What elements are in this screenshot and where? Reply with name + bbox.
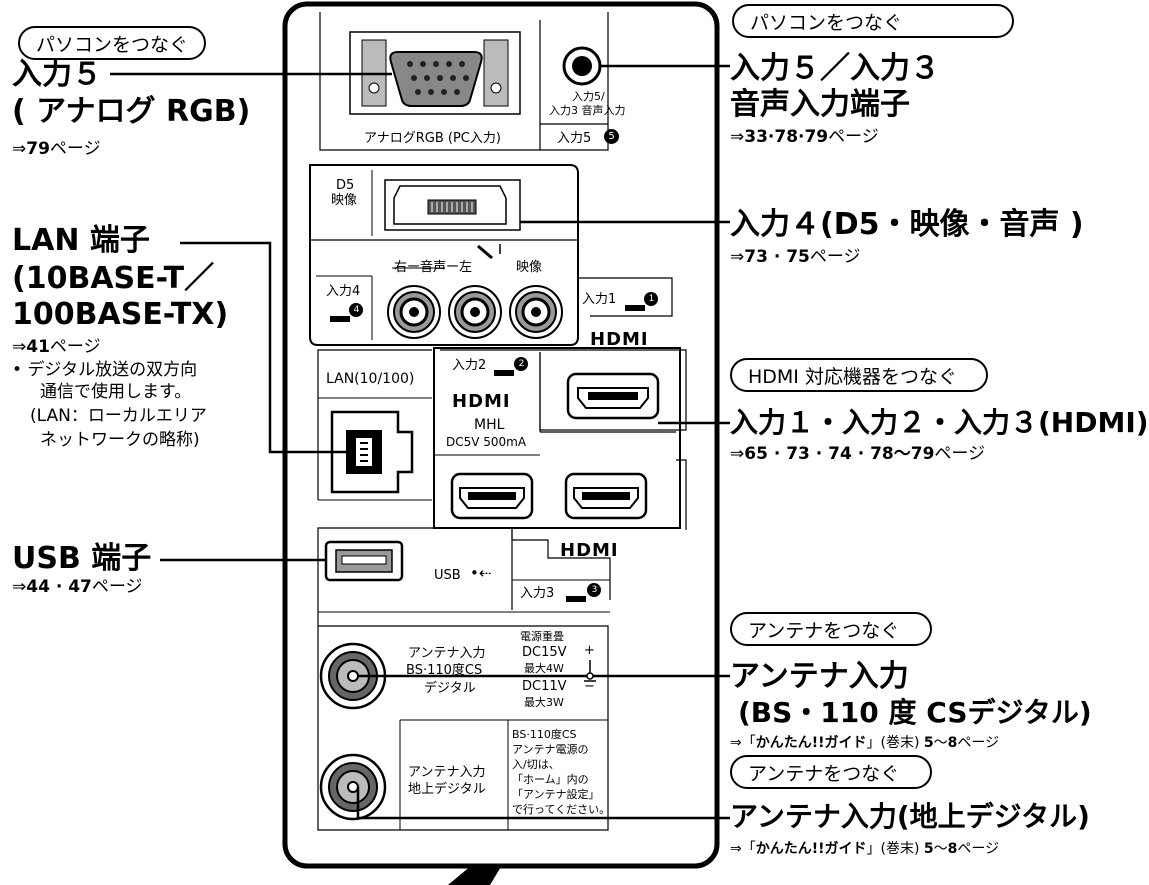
- hdmi-logo-input1: HDMI: [590, 329, 649, 350]
- audio-input-subtitle: 音声入力端子: [730, 87, 910, 122]
- bs-note-2: アンテナ電源の: [512, 743, 589, 756]
- mhl-spec: DC5V 500mA: [446, 435, 527, 449]
- callout-antenna-bs: アンテナをつなぐ: [730, 612, 932, 646]
- power-minus-symbol: −: [584, 679, 595, 694]
- bs-antenna-label-3: デジタル: [424, 681, 476, 696]
- d5-video-label: 映像: [331, 193, 358, 208]
- hdmi-port-2: [450, 472, 534, 520]
- rca-jacks: [387, 285, 563, 339]
- hdmi-title: 入力１・入力２・入力３(HDMI): [730, 406, 1149, 439]
- hdmi-page-ref: ⇒65 · 73 · 74 · 78〜79ページ: [730, 444, 986, 464]
- antenna-bs-subtitle: (BS・110 度 CSデジタル): [738, 696, 1092, 729]
- callout-pc-right: パソコンをつなぐ: [732, 4, 1014, 38]
- lan-title-2: (10BASE-T／: [12, 261, 215, 296]
- audio-jack-label-2: 入力3 音声入力: [549, 104, 626, 117]
- input5-title: 入力５: [12, 57, 102, 92]
- lan-note-4: ネットワークの略称): [40, 430, 200, 450]
- usb-page-ref: ⇒44 · 47ページ: [12, 577, 143, 597]
- audio-input-page-ref: ⇒33·78·79ページ: [730, 127, 879, 147]
- ter-antenna-label-2: 地上デジタル: [408, 782, 486, 797]
- input5-page-ref: ⇒79ページ: [12, 139, 101, 159]
- input4-section: [309, 164, 579, 346]
- bs-antenna-label-2: BS·110度CS: [406, 663, 483, 678]
- lan-note-1: • デジタル放送の双方向: [12, 360, 198, 380]
- audio-lr-label: 右ー音声ー左: [394, 260, 473, 275]
- input5-number-badge: 5: [604, 129, 619, 144]
- input3-tag: 入力3: [520, 586, 555, 601]
- input3-number-badge: 3: [591, 585, 598, 595]
- callout-hdmi-devices: HDMI 対応機器をつなぐ: [730, 358, 988, 392]
- usb-symbol-icon: •⇠: [470, 564, 492, 582]
- input2-number-badge: 2: [518, 359, 525, 369]
- power-label-4: DC11V: [522, 679, 567, 694]
- bs-note-5: 「アンテナ設定」: [512, 788, 600, 801]
- input5-tag: 入力5: [557, 131, 592, 146]
- input2-tag: 入力2: [452, 358, 487, 373]
- input4-tag: 入力4: [326, 284, 361, 299]
- callout-antenna-terrestrial: アンテナをつなぐ: [730, 755, 932, 789]
- antenna-bs-title: アンテナ入力: [730, 659, 909, 694]
- bs-note-1: BS·110度CS: [512, 728, 577, 741]
- antenna-ter-title: アンテナ入力(地上デジタル): [730, 800, 1090, 833]
- lan-page-ref: ⇒41ページ: [12, 337, 101, 357]
- power-label-5: 最大3W: [524, 696, 564, 709]
- bs-note-3: 入/切は、: [512, 758, 560, 771]
- audio-input-title: 入力５／入力３: [730, 51, 940, 86]
- terrestrial-antenna-connector: [319, 753, 387, 821]
- hdmi-port-1: [566, 372, 660, 420]
- power-label-2: DC15V: [522, 645, 567, 660]
- bs-note-4: 「ホーム」内の: [512, 773, 589, 786]
- input4-number-badge: 4: [353, 305, 360, 315]
- lan-port-label: LAN(10/100): [326, 371, 415, 387]
- bs-note-6: で行ってください。: [512, 803, 611, 816]
- mhl-label: MHL: [474, 417, 505, 433]
- input1-number-badge: 1: [648, 294, 655, 304]
- tv-rear-terminal-diagram: { "callouts": { "pc_pill_left": "パソコンをつな…: [12, 1, 1149, 885]
- hdmi-logo-input3: HDMI: [560, 540, 619, 561]
- ter-antenna-label-1: アンテナ入力: [408, 765, 486, 780]
- input4-title: 入力４(D5・映像・音声 ): [730, 207, 1084, 242]
- d5-label: D5: [336, 178, 355, 193]
- antenna-ter-page-ref: ⇒「かんたん!!ガイド」(巻末) 5〜8ページ: [730, 841, 1000, 857]
- usb-port-label: USB: [434, 568, 461, 583]
- power-plus-symbol: +: [584, 643, 595, 658]
- input1-tag: 入力1: [582, 292, 617, 307]
- audio-jack-label-1: 入力5/: [572, 90, 605, 103]
- callout-pc-left: パソコンをつなぐ: [18, 26, 207, 60]
- power-label-3: 最大4W: [524, 662, 564, 675]
- lan-title-3: 100BASE-TX): [12, 297, 229, 332]
- analog-rgb-label: アナログRGB (PC入力): [364, 131, 501, 146]
- terminal-panel-drawing: [110, 1, 730, 885]
- input5-subtitle: ( アナログ RGB): [12, 94, 251, 129]
- input4-page-ref: ⇒73 · 75ページ: [730, 247, 861, 267]
- hdmi-section: [433, 347, 681, 529]
- bs-antenna-label-1: アンテナ入力: [408, 646, 486, 661]
- antenna-bs-page-ref: ⇒「かんたん!!ガイド」(巻末) 5〜8ページ: [730, 735, 1000, 751]
- hdmi-logo-input2: HDMI: [452, 391, 511, 412]
- video-label: 映像: [516, 260, 543, 275]
- lan-note-2: 通信で使用します。: [40, 382, 192, 402]
- power-label-1: 電源重畳: [520, 630, 564, 643]
- usb-title: USB 端子: [12, 541, 152, 576]
- hdmi-port-3: [564, 472, 648, 520]
- lan-note-3: (LAN：ローカルエリア: [30, 406, 207, 426]
- lan-title: LAN 端子: [12, 223, 150, 258]
